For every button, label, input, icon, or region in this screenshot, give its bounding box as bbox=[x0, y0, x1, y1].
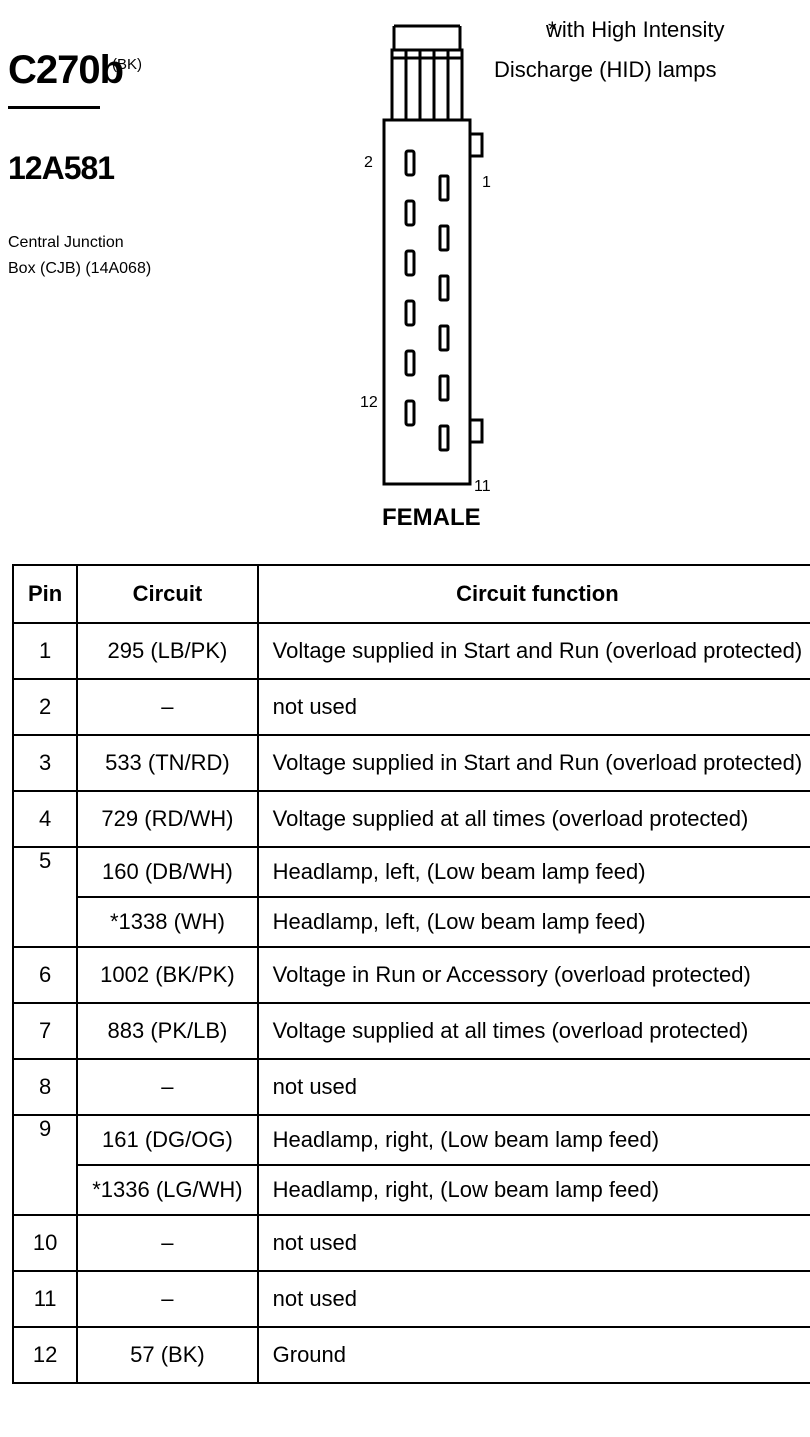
function-cell: not used bbox=[256, 678, 810, 736]
key-tab-top bbox=[468, 132, 484, 158]
pin-cell: 8 bbox=[11, 1058, 79, 1116]
function-cell: not used bbox=[256, 1058, 810, 1116]
note-symbol: * bbox=[548, 17, 557, 42]
pin-cell: 12 bbox=[11, 1326, 79, 1384]
circuit-cell: 729 (RD/WH) bbox=[76, 790, 259, 848]
circuit-cell: 57 (BK) bbox=[76, 1326, 259, 1384]
pin-cavities bbox=[404, 149, 450, 452]
circuit-cell: 533 (TN/RD) bbox=[76, 734, 259, 792]
circuit-cell: 161 (DG/OG) bbox=[76, 1114, 259, 1166]
pin-cell: 5 bbox=[11, 846, 79, 948]
connector-location: Central Junction Box (CJB) (14A068) bbox=[8, 230, 208, 282]
function-cell: Voltage supplied in Start and Run (overl… bbox=[256, 622, 810, 680]
table-row: 1 295 (LB/PK) Voltage supplied in Start … bbox=[11, 622, 810, 680]
header-circuit: Circuit bbox=[76, 564, 259, 624]
connector-body bbox=[382, 118, 472, 486]
table-row: 12 57 (BK) Ground bbox=[11, 1326, 810, 1384]
function-cell: Ground bbox=[256, 1326, 810, 1384]
table-row: 8 – not used bbox=[11, 1058, 810, 1116]
pin-cell: 10 bbox=[11, 1214, 79, 1272]
circuit-cell: – bbox=[76, 1058, 259, 1116]
circuit-cell: – bbox=[76, 1270, 259, 1328]
pin-cell: 2 bbox=[11, 678, 79, 736]
table-row: 5 160 (DB/WH) Headlamp, left, (Low beam … bbox=[11, 846, 810, 948]
function-cell: Voltage supplied in Start and Run (overl… bbox=[256, 734, 810, 792]
note-text: with High Intensity Discharge (HID) lamp… bbox=[494, 17, 725, 82]
connector-latch bbox=[390, 48, 464, 120]
alt-circuit-cell: *1338 (WH) bbox=[76, 896, 259, 948]
table-row: 4 729 (RD/WH) Voltage supplied at all ti… bbox=[11, 790, 810, 848]
connector-face-diagram bbox=[382, 24, 484, 486]
function-cell: Voltage supplied at all times (overload … bbox=[256, 790, 810, 848]
table-row: 6 1002 (BK/PK) Voltage in Run or Accesso… bbox=[11, 946, 810, 1004]
hid-note: * with High Intensity Discharge (HID) la… bbox=[494, 10, 804, 90]
title-underline bbox=[8, 106, 100, 109]
alt-circuit-cell: *1336 (LG/WH) bbox=[76, 1164, 259, 1216]
header-pin: Pin bbox=[11, 564, 79, 624]
connector-gender: FEMALE bbox=[382, 504, 481, 531]
circuit-cell: 160 (DB/WH) bbox=[76, 846, 259, 898]
function-cell: not used bbox=[256, 1270, 810, 1328]
table-row-alt: *1338 (WH) Headlamp, left, (Low beam lam… bbox=[13, 896, 810, 948]
pin-cell: 9 bbox=[11, 1114, 79, 1216]
connector-id: C270b bbox=[8, 48, 124, 92]
connector-color-code: (BK) bbox=[112, 56, 142, 73]
alt-function-cell: Headlamp, right, (Low beam lamp feed) bbox=[256, 1164, 810, 1216]
key-tab-bottom bbox=[468, 418, 484, 444]
function-cell: Voltage in Run or Accessory (overload pr… bbox=[256, 946, 810, 1004]
pin-cell: 3 bbox=[11, 734, 79, 792]
location-line-1: Central Junction bbox=[8, 234, 124, 251]
circuit-cell: 295 (LB/PK) bbox=[76, 622, 259, 680]
function-cell: Voltage supplied at all times (overload … bbox=[256, 1002, 810, 1060]
table-row: 7 883 (PK/LB) Voltage supplied at all ti… bbox=[11, 1002, 810, 1060]
pin-cell: 1 bbox=[11, 622, 79, 680]
circuit-cell: 1002 (BK/PK) bbox=[76, 946, 259, 1004]
table-row: 2 – not used bbox=[11, 678, 810, 736]
location-line-2: Box (CJB) (14A068) bbox=[8, 260, 152, 277]
table-row-alt: *1336 (LG/WH) Headlamp, right, (Low beam… bbox=[13, 1164, 810, 1216]
pin-cell: 6 bbox=[11, 946, 79, 1004]
pin-label-11: 11 bbox=[474, 478, 491, 495]
part-number: 12A581 bbox=[8, 150, 115, 186]
alt-function-cell: Headlamp, left, (Low beam lamp feed) bbox=[256, 896, 810, 948]
pin-label-12: 12 bbox=[360, 394, 378, 411]
table-row: 9 161 (DG/OG) Headlamp, right, (Low beam… bbox=[11, 1114, 810, 1216]
pinout-table: Pin Circuit Circuit function 1 295 (LB/P… bbox=[11, 564, 810, 1384]
pin-cell: 11 bbox=[11, 1270, 79, 1328]
table-row: 11 – not used bbox=[11, 1270, 810, 1328]
pin-cell: 7 bbox=[11, 1002, 79, 1060]
table-row: 3 533 (TN/RD) Voltage supplied in Start … bbox=[11, 734, 810, 792]
table-header-row: Pin Circuit Circuit function bbox=[11, 564, 810, 624]
function-cell: not used bbox=[256, 1214, 810, 1272]
circuit-cell: 883 (PK/LB) bbox=[76, 1002, 259, 1060]
pin-cell: 4 bbox=[11, 790, 79, 848]
pin-label-2: 2 bbox=[364, 154, 373, 171]
function-cell: Headlamp, left, (Low beam lamp feed) bbox=[256, 846, 810, 898]
circuit-cell: – bbox=[76, 1214, 259, 1272]
pin-label-1: 1 bbox=[482, 174, 491, 191]
function-cell: Headlamp, right, (Low beam lamp feed) bbox=[256, 1114, 810, 1166]
table-row: 10 – not used bbox=[11, 1214, 810, 1272]
circuit-cell: – bbox=[76, 678, 259, 736]
header-circuit-function: Circuit function bbox=[256, 564, 810, 624]
